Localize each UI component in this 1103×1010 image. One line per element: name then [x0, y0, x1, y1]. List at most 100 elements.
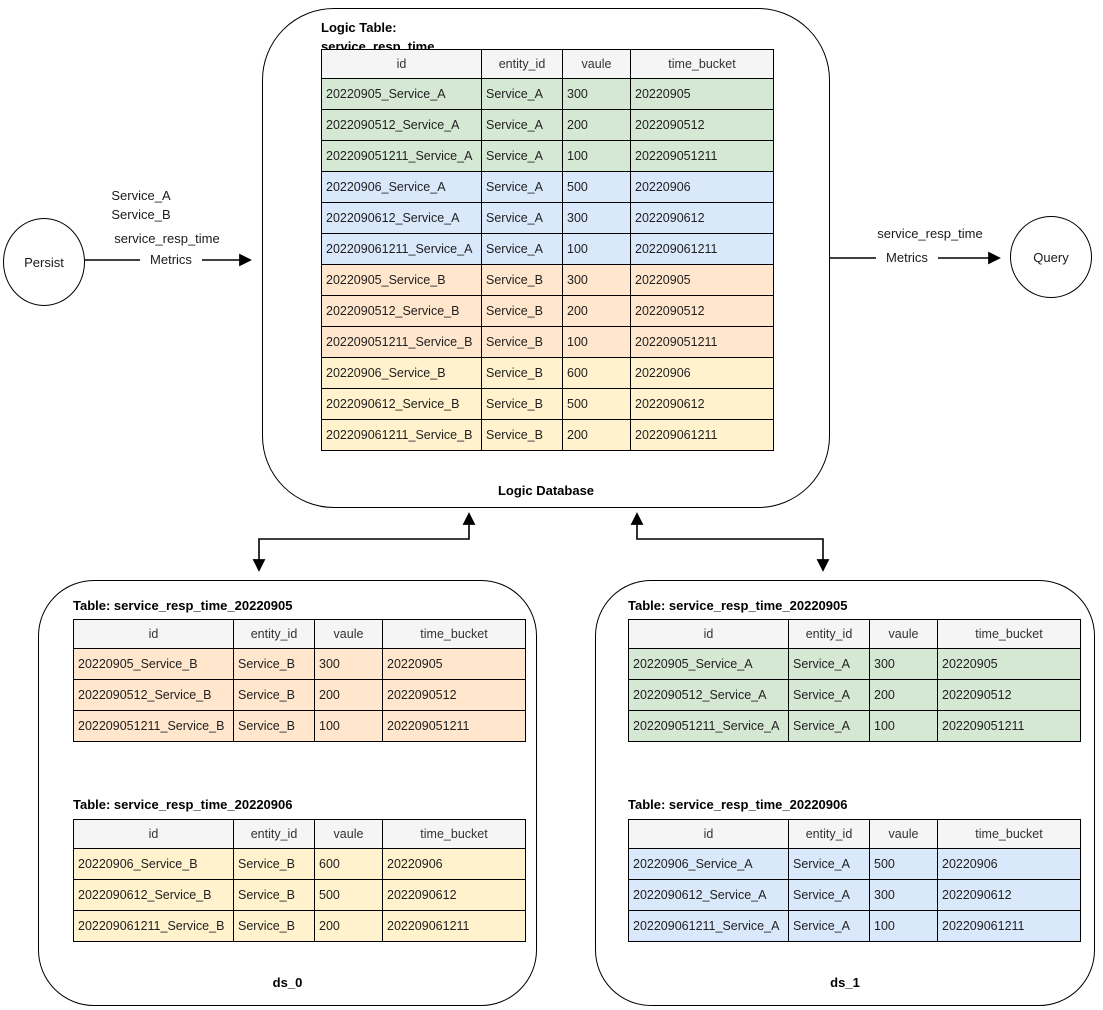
table-cell: 100 [869, 710, 938, 742]
ds1-table2-title: Table: service_resp_time_20220906 [628, 797, 848, 812]
table-cell: Service_A [481, 140, 563, 172]
table-cell: 2022090512 [630, 295, 774, 327]
table-cell: 100 [562, 326, 631, 358]
table-cell: 20220906 [630, 357, 774, 389]
table-cell: 20220906_Service_B [73, 848, 234, 880]
service-a-label: Service_A [111, 188, 171, 203]
table-cell: 202209061211_Service_A [321, 233, 482, 265]
table-cell: 2022090512 [630, 109, 774, 141]
table-cell: 2022090612_Service_A [321, 202, 482, 234]
table-cell: Service_B [233, 679, 315, 711]
column-header: id [321, 49, 482, 79]
table-cell: 2022090612 [382, 879, 526, 911]
table-cell: 202209061211 [630, 233, 774, 265]
table-cell: 300 [562, 202, 631, 234]
ds1-table1-title: Table: service_resp_time_20220905 [628, 598, 848, 613]
persist-node: Persist [3, 218, 85, 306]
table-cell: 20220906 [630, 171, 774, 203]
table-cell: 202209061211 [630, 419, 774, 451]
connector-logicdb-ds0 [252, 512, 476, 572]
table-cell: 200 [562, 109, 631, 141]
table-cell: 202209061211_Service_B [321, 419, 482, 451]
table-cell: 202209061211 [937, 910, 1081, 942]
table-cell: 2022090512_Service_B [73, 679, 234, 711]
table-cell: 202209061211_Service_B [73, 910, 234, 942]
table-cell: Service_B [233, 710, 315, 742]
table-cell: 200 [314, 679, 383, 711]
table-cell: 20220906_Service_A [321, 171, 482, 203]
table-cell: 600 [314, 848, 383, 880]
column-header: time_bucket [630, 49, 774, 79]
table-cell: 600 [562, 357, 631, 389]
table-cell: Service_A [481, 171, 563, 203]
column-header: id [628, 619, 789, 649]
table-cell: Service_A [788, 648, 870, 680]
table-cell: Service_B [481, 357, 563, 389]
table-cell: 202209051211_Service_B [73, 710, 234, 742]
column-header: time_bucket [382, 619, 526, 649]
right-edge-metric-label: service_resp_time [877, 226, 983, 241]
table-cell: 300 [562, 78, 631, 110]
table-cell: Service_B [481, 388, 563, 420]
table-cell: Service_A [788, 879, 870, 911]
column-header: vaule [869, 619, 938, 649]
table-cell: Service_A [788, 679, 870, 711]
table-cell: 202209051211_Service_A [321, 140, 482, 172]
ds0-caption: ds_0 [272, 975, 303, 990]
ds0-table1-title: Table: service_resp_time_20220905 [73, 598, 293, 613]
table-cell: 300 [869, 648, 938, 680]
table-cell: 20220905_Service_B [321, 264, 482, 296]
column-header: vaule [314, 819, 383, 849]
table-cell: 20220905 [937, 648, 1081, 680]
table-cell: Service_B [233, 848, 315, 880]
ds0-table2-title: Table: service_resp_time_20220906 [73, 797, 293, 812]
table-cell: 202209051211_Service_A [628, 710, 789, 742]
table-cell: 20220905 [382, 648, 526, 680]
table-cell: 300 [869, 879, 938, 911]
column-header: entity_id [481, 49, 563, 79]
table-cell: 202209061211_Service_A [628, 910, 789, 942]
table-cell: 202209051211 [937, 710, 1081, 742]
table-cell: 500 [869, 848, 938, 880]
column-header: entity_id [788, 619, 870, 649]
table-cell: 2022090612 [630, 388, 774, 420]
table-cell: 300 [314, 648, 383, 680]
table-cell: 2022090512_Service_B [321, 295, 482, 327]
left-edge-metrics-label: Metrics [140, 252, 202, 267]
table-cell: 202209061211 [382, 910, 526, 942]
table-cell: 202209051211 [630, 326, 774, 358]
table-cell: 202209051211 [630, 140, 774, 172]
table-cell: 200 [869, 679, 938, 711]
query-node: Query [1010, 216, 1092, 298]
table-cell: 2022090612 [630, 202, 774, 234]
table-cell: 2022090612 [937, 879, 1081, 911]
table-cell: 500 [314, 879, 383, 911]
table-cell: 20220905 [630, 78, 774, 110]
table-cell: 20220905_Service_B [73, 648, 234, 680]
table-cell: 2022090612_Service_A [628, 879, 789, 911]
table-cell: Service_B [481, 264, 563, 296]
left-edge-services-label: Service_A Service_B [91, 186, 191, 224]
